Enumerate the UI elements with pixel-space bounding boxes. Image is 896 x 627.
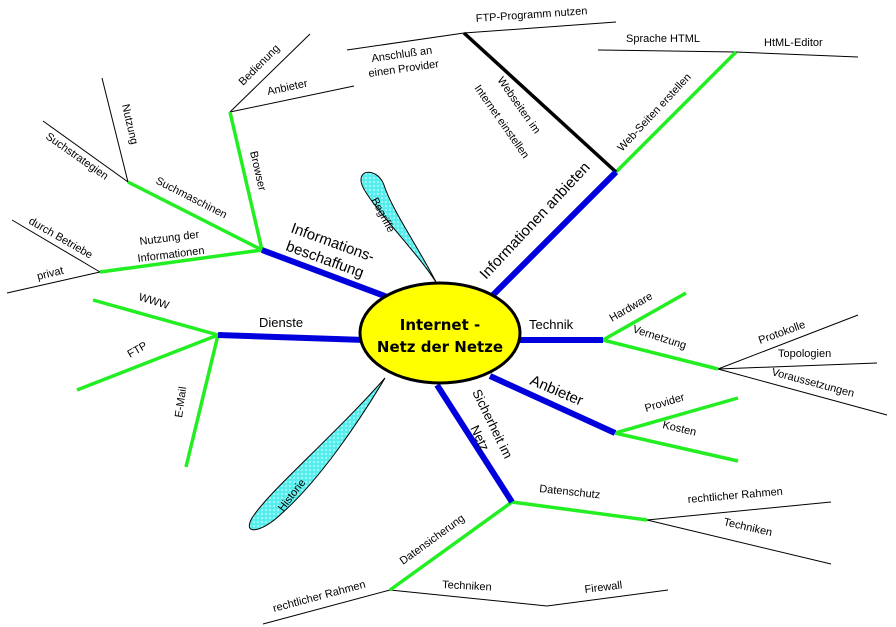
sub-branches	[76, 50, 739, 592]
center-node[interactable]: Internet - Netz der Netze	[358, 281, 522, 385]
label-hardware: Hardware	[608, 290, 655, 324]
label-ds-rahmen: rechtlicher Rahmen	[687, 486, 783, 506]
label-suchstrategien: Suchstrategien	[43, 131, 110, 183]
label-webseiten-einstellen-2: Internet einstellen	[472, 83, 532, 161]
label-firewall: Firewall	[584, 579, 623, 596]
balloon-begriffe[interactable]: Begriffe	[360, 171, 438, 285]
branch-webseiten-einstellen	[462, 31, 618, 174]
label-protokolle: Protokolle	[757, 319, 807, 347]
label-privat: privat	[36, 265, 65, 283]
label-sprache-html: Sprache HTML	[626, 33, 700, 45]
label-ftp: FTP	[126, 340, 150, 361]
main-branches	[217, 169, 619, 504]
label-www: WWW	[137, 291, 171, 312]
label-anbieter-browser: Anbieter	[266, 78, 309, 98]
label-durch-betriebe: durch Betriebe	[27, 215, 95, 261]
label-kosten: Kosten	[661, 419, 697, 438]
leaf-lines	[6, 21, 888, 625]
label-topologien: Topologien	[778, 348, 831, 360]
label-ftp-programm: FTP-Programm nutzen	[475, 5, 587, 25]
label-bedienung: Bedienung	[237, 42, 283, 88]
label-dsi-techniken: Techniken	[442, 579, 492, 594]
label-nutzung-info-1: Nutzung der	[139, 229, 200, 248]
label-nutzung: Nutzung	[119, 103, 140, 146]
label-browser: Browser	[247, 150, 268, 192]
label-dsi-rahmen: rechtlicher Rahmen	[272, 579, 367, 615]
label-info-anbieten: Informationen anbieten	[476, 159, 593, 283]
label-datenschutz: Datenschutz	[539, 483, 601, 501]
label-html-editor: HtML-Editor	[764, 37, 823, 49]
center-title-line2: Netz der Netze	[377, 338, 503, 356]
label-technik: Technik	[529, 317, 574, 332]
label-ds-techniken: Techniken	[722, 516, 773, 539]
label-provider: Provider	[643, 391, 686, 415]
center-title-line1: Internet -	[400, 316, 480, 334]
label-email: E-Mail	[173, 386, 189, 419]
label-dienste: Dienste	[259, 315, 303, 330]
balloon-historie[interactable]: Historie	[248, 377, 386, 531]
label-webseiten-erstellen: Web-Seiten erstellen	[615, 71, 693, 154]
